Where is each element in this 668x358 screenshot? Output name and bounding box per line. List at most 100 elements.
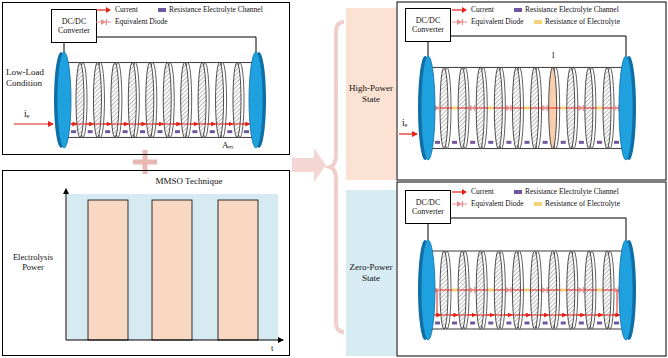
electrolyte-resistance [525,289,530,292]
current-arrow [191,124,198,125]
channel-resistance [614,322,619,325]
current-arrow [505,315,512,316]
cell-disc [198,63,206,138]
wire [64,43,65,52]
legend-text: Equivalent Diode [471,199,524,209]
current-arrow [541,315,548,316]
legend-diode-bar [106,19,107,25]
channel-resistance [123,130,128,133]
channel-resistance [244,130,249,133]
diode-symbol [439,105,440,111]
legend-diode-bar [462,19,463,25]
legend-item: Current [452,5,494,15]
legend-text: Resistance of Electrolyte [545,17,620,27]
current-arrow [104,124,111,125]
channel-resistance [597,322,602,325]
channel-resistance [452,322,457,325]
stack-shell [428,251,626,252]
panel-title: Low-Load Condition [6,67,52,89]
legend-diode-body [457,201,462,207]
channel-resistance [435,322,440,325]
diode-symbol [470,105,475,111]
legend-diode-bar [462,201,463,207]
wiring [64,36,626,240]
current-arrow [451,315,458,316]
legend-arrow-line [452,191,463,192]
legend-text: Resistance Electrolyte Channel [525,187,619,197]
y-axis [66,189,67,340]
current-arrow [559,315,566,316]
channel-resistance [140,130,145,133]
channel-resistance [488,141,493,144]
channel-resistance [579,141,584,144]
legend-text: Resistance Electrolyte Channel [525,5,619,15]
channel-resistance [561,322,566,325]
legend-diode-body [101,19,106,25]
current-arrow [156,124,163,125]
current-loop [617,290,618,315]
panel-title: MMSO Technique [99,176,279,187]
channel-resistance [88,130,93,133]
electrolyzer-stack [418,240,636,340]
big-arrow [292,148,326,182]
state-band: Zero-Power State [346,190,396,356]
electrolyte-resistance [452,289,457,292]
length-symbol: l [552,50,555,61]
cell-disc [146,63,154,138]
legend-item: Equivalent Diode [452,17,524,27]
end-plate [249,52,263,148]
electrolyzer-stack [399,56,636,160]
panel-frame [397,182,666,356]
legend-arrow [96,6,112,14]
power-pulse [218,200,258,340]
channel-resistance [470,322,475,325]
legend-swatch [534,20,542,24]
legend-diode-body [457,19,462,25]
diode-symbol [474,105,475,111]
current-arrow [613,315,620,316]
current-arrow [243,124,250,125]
current-arrow [86,124,93,125]
diode-symbol [506,287,511,293]
cell-disc [233,63,241,138]
end-plate [619,240,633,340]
current-arrow [173,124,180,125]
electrolyte-resistance [561,289,566,292]
current-arrow [226,124,233,125]
converter-box: DC/DC Converter [405,190,451,224]
stack-shell [64,137,256,138]
diode-symbol [474,287,475,293]
legend-arrow-line [452,9,463,10]
current-line [435,290,619,291]
diode-symbol [510,287,511,293]
current-line [435,108,619,109]
channel-resistance [543,141,548,144]
diode-symbol [614,105,619,111]
legend-diode [452,200,468,208]
current-arrow [208,124,215,125]
legend-arrow [452,188,468,196]
channel-resistance [488,322,493,325]
current-line [435,315,619,316]
state-label: High-Power State [348,83,394,105]
cell-disc [111,63,119,138]
channel-resistance [158,130,163,133]
legend-arrow-head [106,7,111,13]
legend-diode [452,18,468,26]
legend-item: Resistance Electrolyte Channel [158,5,263,15]
channel-resistance [470,141,475,144]
stack-shell [428,67,626,68]
electrolyte-resistance [597,107,602,110]
converter-box: DC/DC Converter [51,9,97,43]
box-label: DC/DC Converter [52,17,96,35]
end-plate [619,56,633,160]
legend-arrow-head [462,7,467,13]
diode-symbol [583,105,584,111]
cell-disc [181,63,189,138]
channel-resistance [105,130,110,133]
channel-resistance [525,141,530,144]
channel-resistance [227,130,232,133]
current-loop [437,290,438,315]
